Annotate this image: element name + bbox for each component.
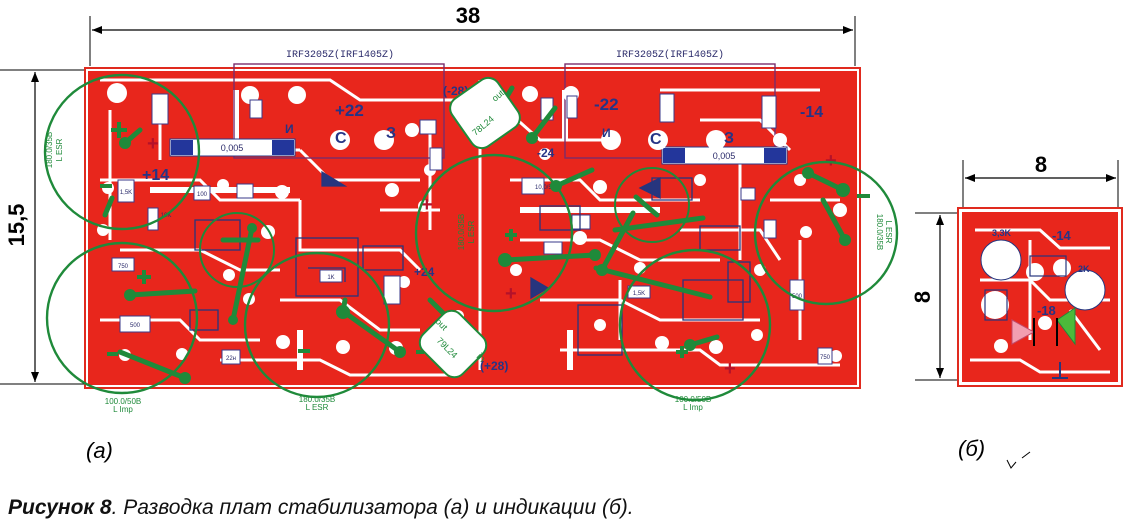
svg-text:L ESR: L ESR <box>884 221 893 244</box>
svg-text:-14: -14 <box>800 104 823 121</box>
svg-text:180.0/35В: 180.0/35В <box>299 395 335 404</box>
stray-mark <box>1006 459 1017 469</box>
dimension-width-a: 38 <box>89 3 856 66</box>
transistor-label-right: IRF3205Z(IRF1405Z) <box>616 49 724 61</box>
svg-text:-18: -18 <box>1037 303 1056 318</box>
svg-text:100.0/50В: 100.0/50В <box>105 397 141 406</box>
pads <box>97 83 847 362</box>
svg-text:+: + <box>724 358 736 380</box>
dimension-height-b: 8 <box>910 212 960 381</box>
svg-text:100.0/50В: 100.0/50В <box>675 395 711 404</box>
svg-text:10,0/50: 10,0/50 <box>535 185 556 191</box>
svg-text:И: И <box>602 126 611 140</box>
svg-text:З: З <box>386 125 396 142</box>
svg-text:180.0/35В: 180.0/35В <box>45 132 54 168</box>
top-left-plus: + <box>109 84 122 109</box>
svg-text:С: С <box>650 131 662 148</box>
figure-caption: Рисунок 8. Разводка плат стабилизатора (… <box>8 496 634 520</box>
height-label-b: 8 <box>910 291 935 303</box>
svg-text:-14: -14 <box>1052 228 1072 243</box>
board-b: 3,3K 2K -14 -18 <box>957 207 1123 387</box>
svg-text:+22: +22 <box>335 101 364 120</box>
svg-text:L Imp: L Imp <box>113 405 133 414</box>
capacitor-labels: 180.0/35В L ESR 100.0/50В L Imp 180.0/35… <box>45 132 893 414</box>
width-label-a: 38 <box>456 3 480 28</box>
dimension-height-a: 15,5 <box>0 69 84 385</box>
svg-text:3,3K: 3,3K <box>992 228 1012 238</box>
svg-text:+14: +14 <box>142 167 169 184</box>
svg-text:L ESR: L ESR <box>467 220 476 243</box>
svg-text:1,5K: 1,5K <box>120 190 132 196</box>
svg-text:180.0/35В: 180.0/35В <box>457 214 466 250</box>
shunt-left <box>169 138 296 157</box>
svg-text:L Imp: L Imp <box>683 403 703 412</box>
resistors <box>111 93 833 365</box>
small-circles <box>199 167 690 288</box>
svg-text:+: + <box>147 133 159 155</box>
svg-text:+: + <box>505 283 517 305</box>
svg-text:750: 750 <box>118 264 129 270</box>
svg-text:L ESR: L ESR <box>55 138 64 161</box>
shunt-left-label: 0,005 <box>221 143 244 153</box>
panel-label-b: (б) <box>958 436 986 461</box>
transistor-outline-left <box>233 63 445 159</box>
svg-text:+: + <box>421 194 433 216</box>
svg-text:С: С <box>335 130 347 147</box>
svg-text:100: 100 <box>197 192 208 198</box>
caption-prefix: Рисунок 8 <box>8 496 112 519</box>
svg-text:1K: 1K <box>327 275 334 281</box>
svg-text:500: 500 <box>130 323 141 329</box>
green-polarity <box>100 122 870 358</box>
svg-text:-24: -24 <box>537 146 555 160</box>
shunt-right-label: 0,005 <box>713 151 736 161</box>
dimension-width-b: 8 <box>962 152 1119 210</box>
width-label-b: 8 <box>1035 152 1047 177</box>
stray-mark-2 <box>1021 451 1031 459</box>
terminal-labels: +22 -22 +14 -14 -24 +24 (-28) (+28) И С … <box>142 84 823 373</box>
height-label-a: 15,5 <box>4 204 29 247</box>
transistor-label-left: IRF3205Z(IRF1405Z) <box>286 49 394 61</box>
svg-text:2K: 2K <box>1078 264 1090 274</box>
svg-text:-22: -22 <box>594 95 619 114</box>
svg-text:L ESR: L ESR <box>306 403 329 412</box>
board-a: IRF3205Z(IRF1405Z) IRF3205Z(IRF1405Z) 0,… <box>43 49 899 414</box>
caption-text: . Разводка плат стабилизатора (а) и инди… <box>111 496 634 519</box>
regulator-78l24: 78L24 out <box>449 76 521 150</box>
svg-text:22н: 22н <box>226 356 236 362</box>
svg-text:180.0/35В: 180.0/35В <box>875 214 884 250</box>
panel-label-a: (а) <box>86 438 113 463</box>
shunt-right <box>661 146 788 165</box>
svg-text:(+28): (+28) <box>480 359 508 373</box>
svg-text:1,5K: 1,5K <box>633 291 645 297</box>
svg-text:И: И <box>285 122 294 136</box>
regulator-79l24: 79L24 in out <box>418 309 488 379</box>
capacitor-circles <box>43 73 899 402</box>
svg-text:750: 750 <box>820 355 831 361</box>
svg-text:З: З <box>724 130 734 147</box>
